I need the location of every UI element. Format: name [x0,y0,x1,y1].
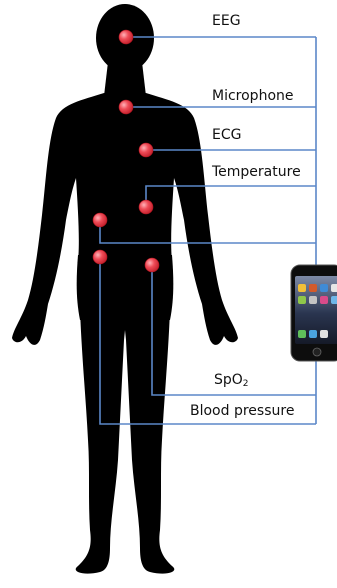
label-spo2: SpO2 [214,372,249,392]
sensor-hip [93,213,107,227]
sensor-spo2 [145,258,159,272]
label-blood-pressure: Blood pressure [190,403,294,419]
human-silhouette [12,4,238,574]
sensor-ecg [139,143,153,157]
label-spo2-main: SpO [214,372,243,388]
label-spo2-sub: 2 [243,379,249,389]
sensor-blood-pressure [93,250,107,264]
label-microphone: Microphone [212,88,294,104]
smartphone-icon [291,265,337,361]
home-button [313,348,321,356]
label-eeg: EEG [212,13,241,29]
label-ecg: ECG [212,127,241,143]
sensor-eeg [119,30,133,44]
sensor-microphone [119,100,133,114]
label-temperature: Temperature [212,164,301,180]
sensor-temperature [139,200,153,214]
